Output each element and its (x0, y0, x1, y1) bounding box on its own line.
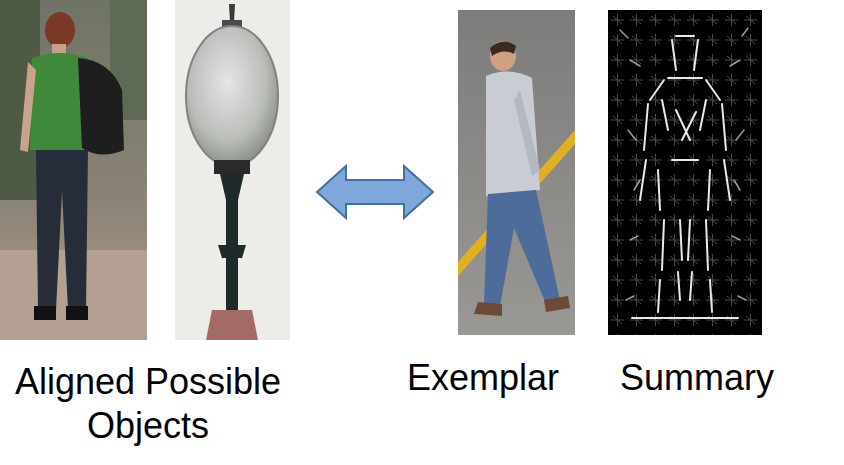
double-arrow (317, 166, 433, 218)
caption-label: Exemplar (383, 356, 583, 400)
exemplar-photo (458, 10, 575, 335)
hog-summary (608, 10, 762, 335)
lamp-photo (175, 0, 290, 340)
pedestrian-photo (0, 0, 147, 340)
caption-label: Summary (597, 356, 797, 400)
caption-label: Aligned Possible Objects (3, 360, 293, 448)
